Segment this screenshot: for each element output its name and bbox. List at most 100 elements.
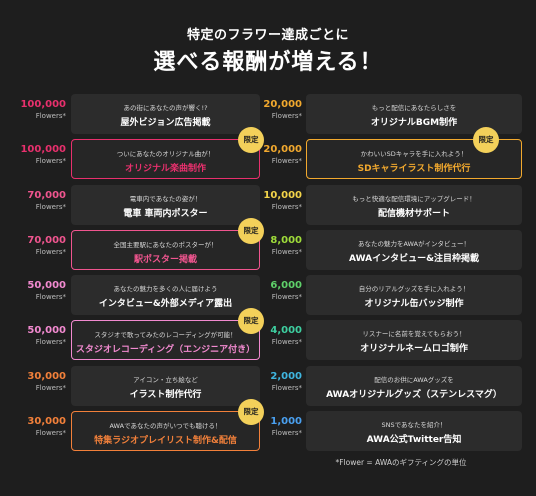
reward-name: SDキャライラスト制作代行: [357, 164, 471, 174]
flower-count: 70,000: [27, 190, 66, 201]
reward-description: スタジオで歌ってみたのレコーディングが可能！: [94, 331, 237, 339]
reward-name: イラスト制作代行: [129, 390, 202, 400]
reward-card: あなたの魅力を多くの人に届けようインタビュー&外部メディア露出: [71, 275, 260, 315]
limited-badge: 限定: [238, 127, 264, 153]
reward-name: オリジナルネームロゴ制作: [360, 344, 468, 354]
reward-name: AWA公式Twitter告知: [366, 435, 462, 445]
flower-unit: Flowers*: [35, 157, 66, 165]
flower-unit: Flowers*: [271, 112, 302, 120]
flower-count: 20,000: [263, 144, 302, 155]
reward-description: 配信のお供にAWAグッズを: [374, 376, 454, 384]
reward-description: リスナーに名前を覚えてもらおう！: [362, 330, 466, 338]
flower-unit: Flowers*: [271, 203, 302, 211]
flower-count: 70,000: [27, 235, 66, 246]
flower-unit: Flowers*: [35, 112, 66, 120]
reward-name: オリジナル楽曲制作: [124, 164, 206, 174]
flower-unit: Flowers*: [35, 248, 66, 256]
reward-card: アイコン・立ち絵などイラスト制作代行: [71, 366, 260, 406]
limited-badge: 限定: [238, 308, 264, 334]
flower-count: 4,000: [270, 325, 302, 336]
reward-name: 配信機材サポート: [377, 209, 450, 219]
reward-card: もっと快適な配信環境にアップグレード！ 配信機材サポート: [306, 185, 522, 225]
reward-name: インタビュー&外部メディア露出: [98, 299, 233, 309]
flower-count: 6,000: [270, 280, 302, 291]
flower-count: 8,000: [270, 235, 302, 246]
reward-name: スタジオレコーディング（エンジニア付き）: [75, 345, 256, 355]
reward-card: あの街にあなたの声が響く!? 屋外ビジョン広告掲載: [71, 94, 260, 134]
reward-card: ついにあなたのオリジナル曲が！ オリジナル楽曲制作: [71, 139, 260, 179]
flower-count: 50,000: [27, 280, 66, 291]
reward-card: あなたの魅力をAWAがインタビュー！ AWAインタビュー&注目枠掲載: [306, 230, 522, 270]
flower-unit: Flowers*: [271, 338, 302, 346]
reward-description: 電車内であなたの姿が！: [129, 195, 202, 203]
reward-name: 電車 車両内ポスター: [123, 209, 208, 219]
flower-count: 2,000: [270, 371, 302, 382]
flower-unit: Flowers*: [271, 293, 302, 301]
flower-unit: Flowers*: [271, 157, 302, 165]
reward-card: もっと配信にあなたらしさをオリジナルBGM制作: [306, 94, 522, 134]
reward-name: AWAインタビュー&注目枠掲載: [349, 254, 479, 264]
reward-name: AWAオリジナルグッズ（ステンレスマグ）: [326, 390, 502, 400]
limited-badge: 限定: [473, 127, 499, 153]
flower-unit: Flowers*: [35, 293, 66, 301]
flower-unit: Flowers*: [35, 338, 66, 346]
reward-name: 屋外ビジョン広告掲載: [120, 118, 211, 128]
reward-description: ついにあなたのオリジナル曲が！: [116, 150, 215, 158]
reward-description: かわいいSDキャラを手に入れよう！: [360, 150, 468, 158]
flower-count: 1,000: [270, 416, 302, 427]
flower-unit: Flowers*: [35, 429, 66, 437]
reward-description: 自分のリアルグッズを手に入れよう！: [358, 285, 470, 293]
reward-card: スタジオで歌ってみたのレコーディングが可能！ スタジオレコーディング（エンジニア付…: [71, 320, 260, 360]
flower-unit: Flowers*: [271, 248, 302, 256]
flower-count: 100,000: [20, 144, 66, 155]
reward-description: アイコン・立ち絵など: [133, 376, 198, 384]
reward-card: AWAであなたの声がいつでも聴ける！ 特集ラジオプレイリスト制作&配信: [71, 411, 260, 451]
reward-card: 電車内であなたの姿が！ 電車 車両内ポスター: [71, 185, 260, 225]
reward-name: オリジナルBGM制作: [370, 118, 458, 128]
flower-count: 50,000: [27, 325, 66, 336]
flower-count: 30,000: [27, 371, 66, 382]
reward-card: 自分のリアルグッズを手に入れよう！ オリジナル缶バッジ制作: [306, 275, 522, 315]
flower-count: 10,000: [263, 190, 302, 201]
flower-unit: Flowers*: [271, 429, 302, 437]
reward-description: もっと配信にあなたらしさを: [371, 104, 457, 112]
reward-card: 配信のお供にAWAグッズを AWAオリジナルグッズ（ステンレスマグ）: [306, 366, 522, 406]
limited-badge: 限定: [238, 218, 264, 244]
reward-description: 全国主要駅にあなたのポスターが！: [113, 241, 218, 249]
reward-card: 全国主要駅にあなたのポスターが！ 駅ポスター掲載: [71, 230, 260, 270]
reward-description: あなたの魅力を多くの人に届けよう: [113, 285, 218, 293]
header-title: 選べる報酬が増える！: [153, 50, 383, 75]
reward-description: あなたの魅力をAWAがインタビュー！: [357, 240, 471, 248]
reward-name: 特集ラジオプレイリスト制作&配信: [94, 436, 237, 446]
flower-unit: Flowers*: [35, 384, 66, 392]
reward-card: リスナーに名前を覚えてもらおう！ オリジナルネームロゴ制作: [306, 320, 522, 360]
reward-description: SNSであなたを紹介！: [381, 421, 447, 429]
reward-description: AWAであなたの声がいつでも聴ける！: [109, 422, 222, 430]
reward-description: あの街にあなたの声が響く!?: [123, 104, 208, 112]
header-subtitle: 特定のフラワー達成ごとに: [186, 28, 349, 43]
flower-unit: Flowers*: [271, 384, 302, 392]
flower-unit: Flowers*: [35, 203, 66, 211]
flower-count: 100,000: [20, 99, 66, 110]
flower-count: 20,000: [263, 99, 302, 110]
footnote: *Flower = AWAのギフティングの単位: [335, 458, 467, 467]
reward-name: 駅ポスター掲載: [133, 255, 197, 265]
reward-name: オリジナル缶バッジ制作: [364, 299, 464, 309]
limited-badge: 限定: [238, 399, 264, 425]
reward-description: もっと快適な配信環境にアップグレード！: [352, 195, 476, 203]
